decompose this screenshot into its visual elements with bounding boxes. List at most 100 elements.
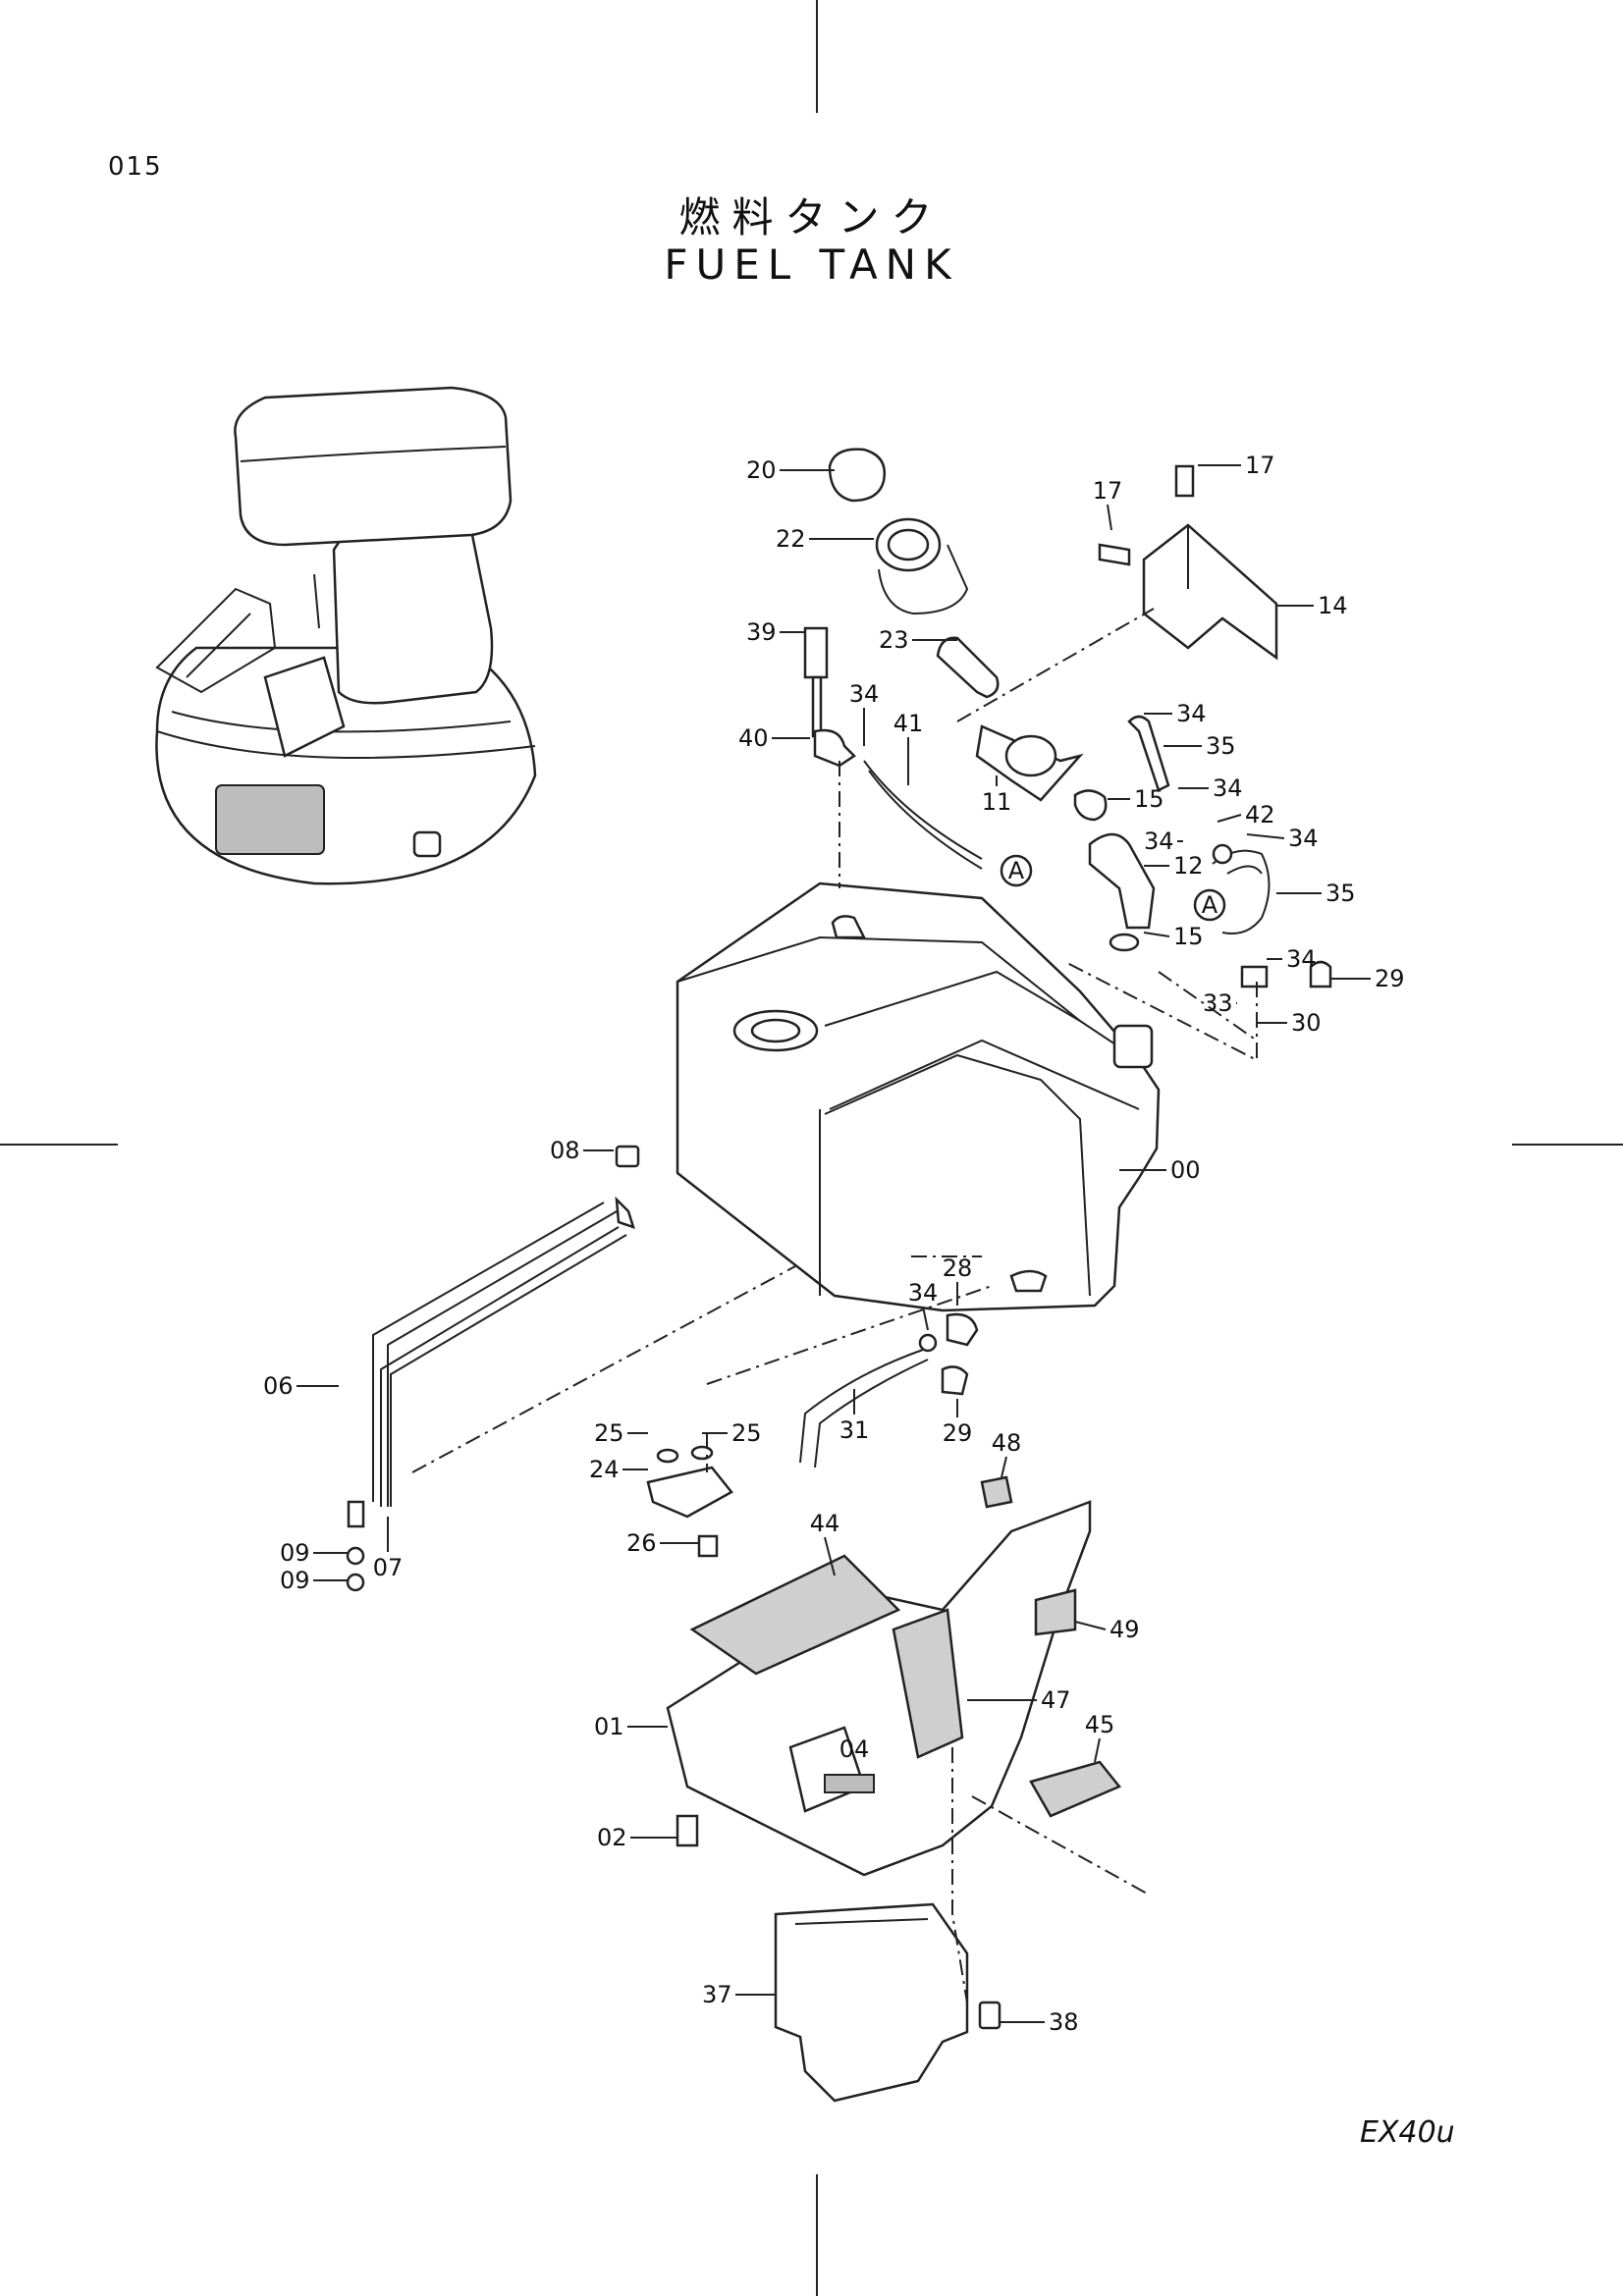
callout-label: 24 <box>589 1456 620 1483</box>
callout-34: 34 <box>1178 774 1243 802</box>
callout-01: 01 <box>594 1713 668 1740</box>
callout-04: 04 <box>839 1735 870 1763</box>
drain-cock <box>799 1312 979 1468</box>
callout-label: 26 <box>626 1529 657 1557</box>
callout-34: 34 <box>908 1279 939 1331</box>
leader-line <box>1107 504 1112 531</box>
callout-label: 15 <box>1134 785 1164 813</box>
callout-29: 29 <box>943 1399 972 1447</box>
callout-23: 23 <box>879 626 957 654</box>
callout-A: A <box>1000 854 1033 887</box>
callout-15: 15 <box>1143 923 1204 950</box>
callout-label: 34 <box>908 1279 939 1307</box>
callout-label: A <box>1008 857 1025 884</box>
callout-label: 41 <box>893 710 924 737</box>
callout-09: 09 <box>280 1567 349 1594</box>
callout-26: 26 <box>626 1529 699 1557</box>
callout-35: 35 <box>1276 880 1356 907</box>
callout-label: 17 <box>1093 477 1123 505</box>
callout-29: 29 <box>1330 965 1405 992</box>
callout-label: 40 <box>738 724 769 752</box>
connection-marker-circle <box>1000 854 1033 887</box>
callout-14: 14 <box>1276 592 1348 619</box>
filler-cap-assembly <box>828 448 1156 952</box>
callout-22: 22 <box>776 525 874 553</box>
callout-label: 33 <box>1203 989 1233 1017</box>
leader-line <box>1001 1456 1007 1478</box>
callout-label: 34 <box>1144 828 1174 855</box>
callout-label: 31 <box>839 1416 870 1444</box>
hose-and-fittings <box>803 626 1332 988</box>
callout-00: 00 <box>1119 1156 1201 1184</box>
callout-34: 34 <box>849 680 880 746</box>
callout-label: 38 <box>1049 2008 1079 2036</box>
callout-25: 25 <box>702 1419 762 1447</box>
callout-11: 11 <box>982 775 1012 816</box>
callout-label: 17 <box>1245 452 1275 479</box>
callout-label: 39 <box>746 618 777 646</box>
callout-label: 34 <box>1213 774 1243 802</box>
leader-line <box>922 1306 929 1331</box>
callout-label: 35 <box>1325 880 1356 907</box>
leader-line <box>1217 814 1242 823</box>
callout-label: 34 <box>1288 825 1319 852</box>
callout-49: 49 <box>1074 1616 1140 1643</box>
callout-label: 34 <box>849 680 880 708</box>
leader-line <box>1143 932 1170 937</box>
callout-label: 48 <box>992 1429 1022 1457</box>
callout-label: 06 <box>263 1372 294 1400</box>
callout-34: 34 <box>1144 828 1183 855</box>
fuel-tank-body <box>676 881 1161 1312</box>
leader-line <box>1246 833 1285 839</box>
callout-label: 47 <box>1041 1686 1071 1714</box>
callout-15: 15 <box>1108 785 1164 813</box>
undercover-panel <box>666 1475 1122 1877</box>
callout-12: 12 <box>1144 852 1204 880</box>
callout-28: 28 <box>943 1255 972 1306</box>
leader-line <box>1094 1737 1101 1763</box>
callout-label: 29 <box>1375 965 1405 992</box>
callout-label: 15 <box>1173 923 1204 950</box>
callout-30: 30 <box>1257 1009 1322 1037</box>
model-code: EX40u <box>1360 2115 1455 2150</box>
callout-label: 25 <box>731 1419 762 1447</box>
callout-39: 39 <box>746 618 805 646</box>
assembly-center-lines <box>411 608 1258 2003</box>
callout-09: 09 <box>280 1539 349 1567</box>
callout-label: 25 <box>594 1419 624 1447</box>
guard-cover <box>774 1902 1001 2103</box>
callout-35: 35 <box>1163 732 1236 760</box>
callout-A: A <box>1193 888 1226 922</box>
callout-label: 35 <box>1206 732 1236 760</box>
callout-label: 34 <box>1286 945 1317 973</box>
callout-17: 17 <box>1093 477 1123 531</box>
callout-label: 37 <box>702 1981 732 2008</box>
callout-label: A <box>1202 891 1218 919</box>
callout-label: 34 <box>1176 700 1207 727</box>
callout-label: 00 <box>1170 1156 1201 1184</box>
callout-38: 38 <box>1000 2008 1079 2036</box>
callout-33: 33 <box>1203 989 1237 1017</box>
callout-40: 40 <box>738 724 810 752</box>
callout-31: 31 <box>839 1389 870 1444</box>
callout-07: 07 <box>373 1517 403 1581</box>
callout-label: 45 <box>1085 1711 1115 1738</box>
callout-label: 20 <box>746 456 777 484</box>
callout-label: 09 <box>280 1567 310 1594</box>
callout-label: 12 <box>1173 852 1204 880</box>
callout-41: 41 <box>893 710 924 785</box>
callout-37: 37 <box>702 1981 776 2008</box>
callout-label: 30 <box>1291 1009 1322 1037</box>
callout-42: 42 <box>1217 801 1275 828</box>
callout-25: 25 <box>594 1419 648 1447</box>
callout-34: 34 <box>1267 945 1317 973</box>
leader-line <box>1074 1621 1107 1630</box>
connection-marker-circle <box>1193 888 1226 922</box>
callout-label: 11 <box>982 788 1012 816</box>
callout-02: 02 <box>597 1824 677 1851</box>
callout-label: 22 <box>776 525 806 553</box>
callout-label: 42 <box>1245 801 1275 828</box>
fuel-sender-unit <box>646 1445 733 1558</box>
